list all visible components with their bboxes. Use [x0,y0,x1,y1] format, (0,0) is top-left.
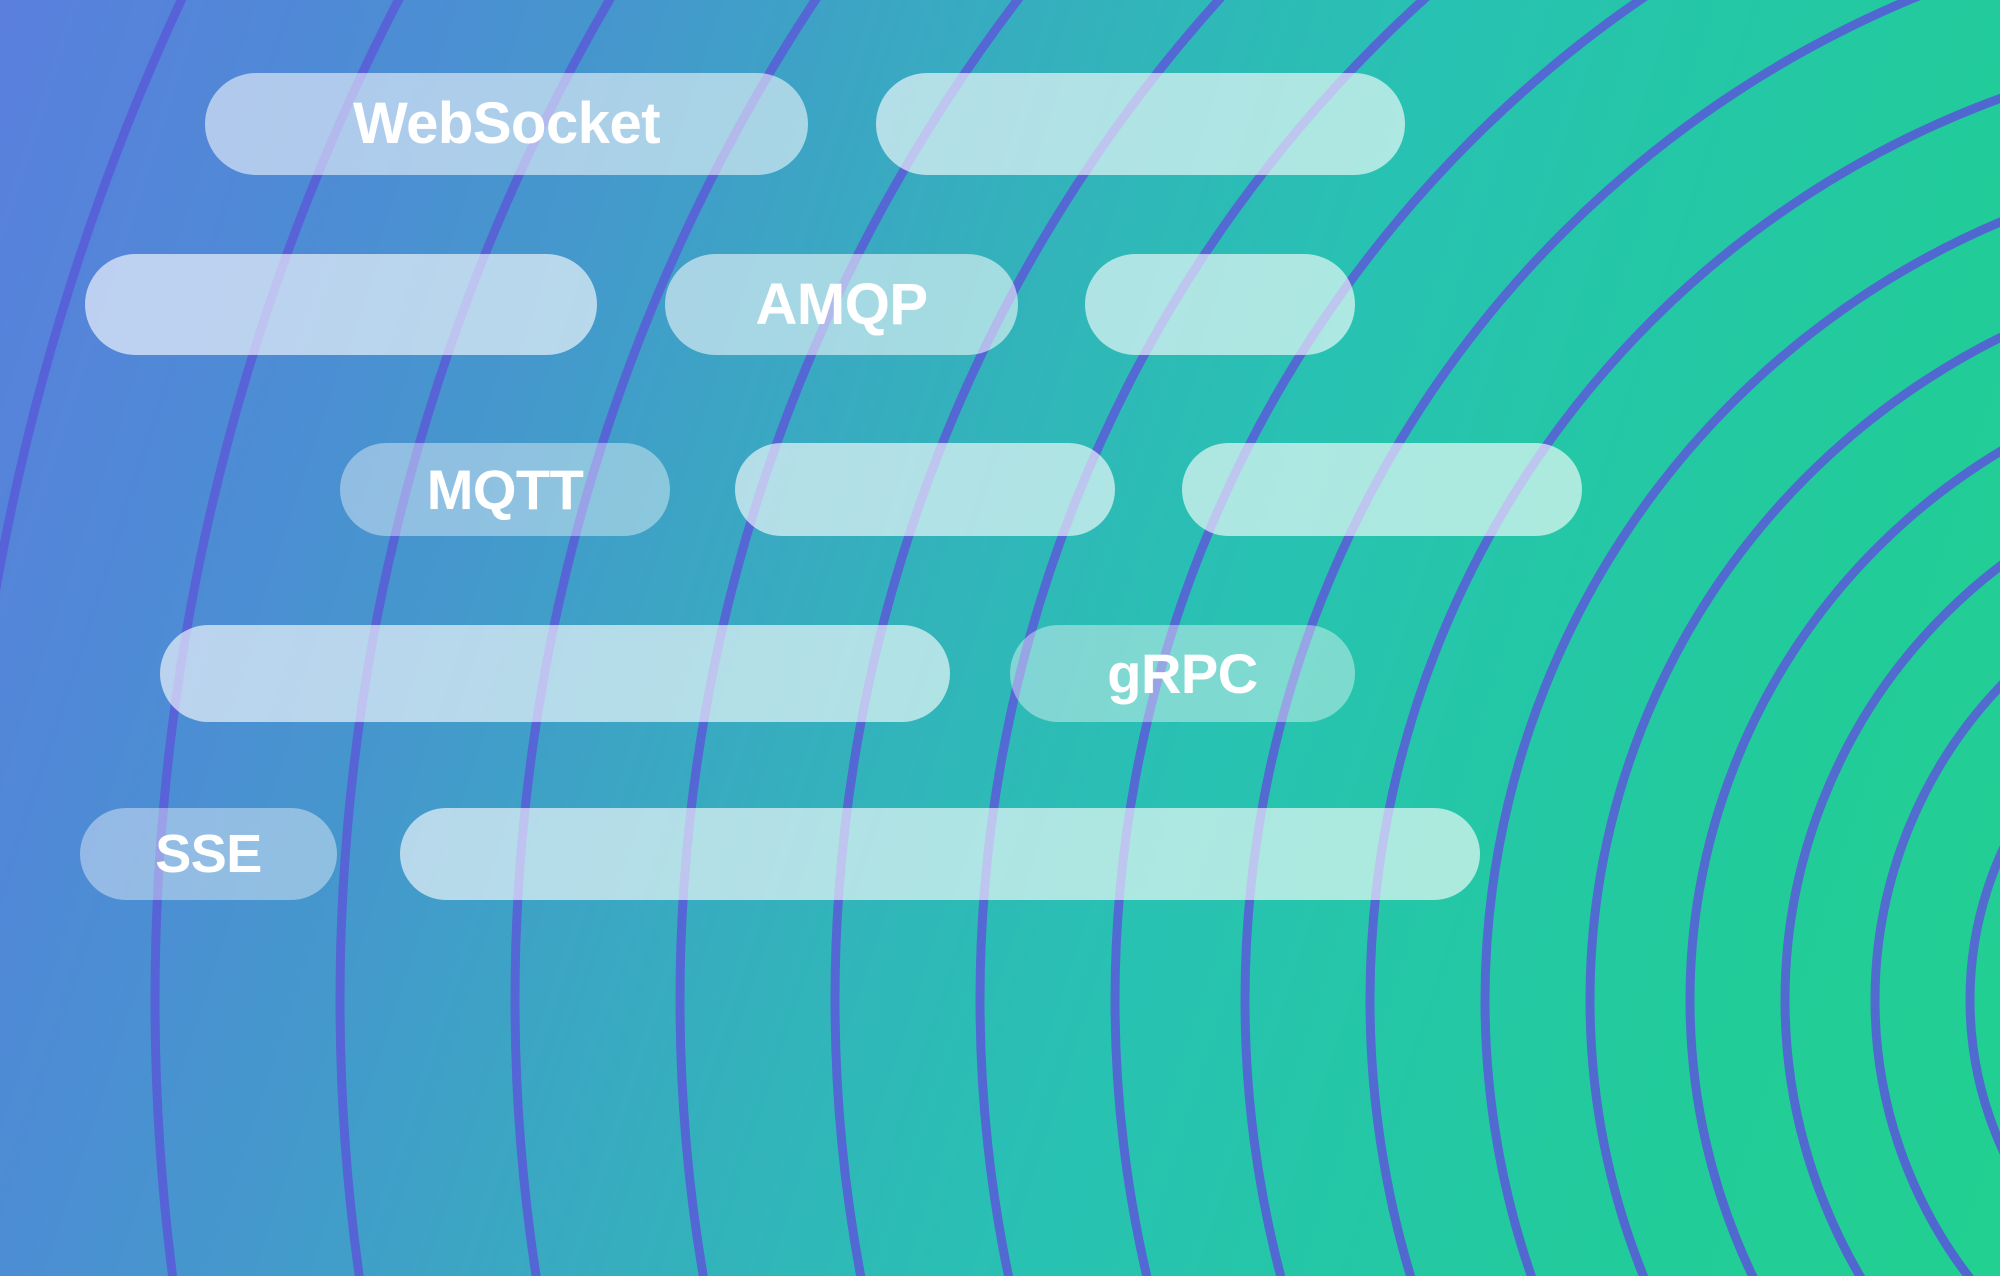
pill-placeholder-r0-c1[interactable] [876,73,1405,175]
pill-placeholder-r2-c1[interactable] [735,443,1115,536]
pill-placeholder-r1-c2[interactable] [1085,254,1355,355]
pill-placeholder-r4-c1[interactable] [400,808,1480,900]
pill-label-amqp: AMQP [755,271,929,337]
pill-placeholder-r2-c2[interactable] [1182,443,1582,536]
pill-amqp[interactable]: AMQP [665,254,1018,355]
pill-label-websocket: WebSocket [352,91,661,156]
pill-sse[interactable]: SSE [80,808,337,900]
pill-placeholder-r1-c0[interactable] [85,254,597,355]
pill-placeholder-r3-c0[interactable] [160,625,950,722]
pill-label-sse: SSE [155,824,262,884]
pill-label-mqtt: MQTT [426,457,584,521]
pill-mqtt[interactable]: MQTT [340,443,670,536]
pill-grpc[interactable]: gRPC [1010,625,1355,722]
pill-websocket[interactable]: WebSocket [205,73,808,175]
pill-label-grpc: gRPC [1107,641,1258,705]
